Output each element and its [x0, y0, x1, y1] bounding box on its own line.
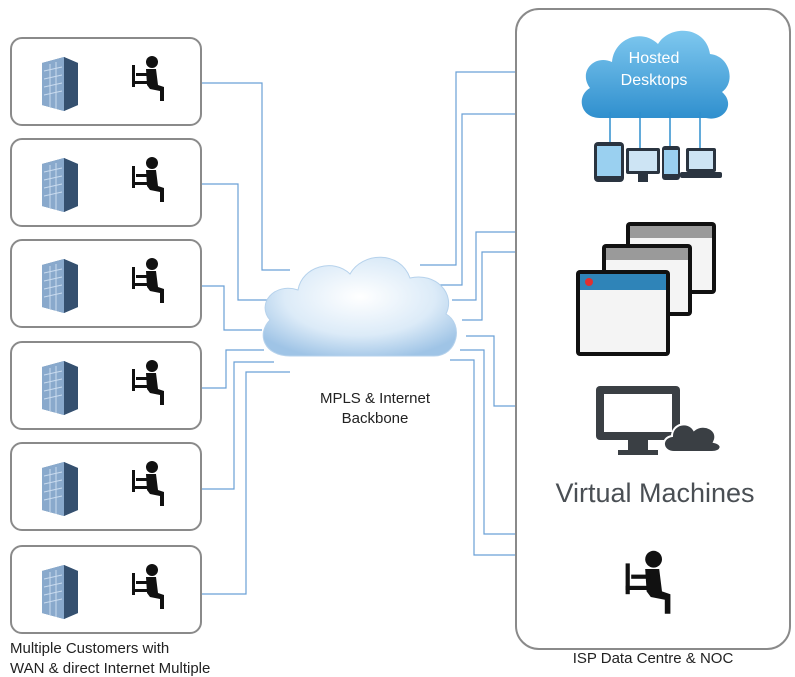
- person-at-desk-icon: [132, 56, 164, 101]
- link-dc-2: [440, 113, 515, 286]
- customer-box: [10, 442, 202, 531]
- link-dc-6: [460, 349, 515, 535]
- customer-box: [10, 341, 202, 430]
- office-building-icon: [42, 565, 78, 619]
- stacked-windows-icon: [576, 222, 716, 356]
- virtual-machines-label: Virtual Machines: [555, 478, 755, 508]
- noc-operator-icon: [625, 550, 671, 614]
- phone-icon: [662, 146, 680, 180]
- link-customer-3: [202, 285, 262, 331]
- office-building-icon: [42, 158, 78, 212]
- link-customer-4: [202, 349, 264, 389]
- person-at-desk-icon: [132, 564, 164, 609]
- link-customer-2: [202, 183, 270, 301]
- link-dc-4: [462, 251, 515, 321]
- office-building-icon: [42, 259, 78, 313]
- link-dc-1: [420, 71, 515, 266]
- virtual-machine-monitor-icon: [596, 386, 722, 455]
- data-centre-caption: ISP Data Centre & NOC: [572, 650, 734, 667]
- hosted-desktops-label-line2: Desktops: [620, 72, 688, 89]
- backbone-label-line1: MPLS & Internet: [319, 390, 431, 407]
- customers-caption-line1: Multiple Customers with: [10, 640, 170, 657]
- office-building-icon: [42, 57, 78, 111]
- person-at-desk-icon: [132, 258, 164, 303]
- link-customer-5: [202, 361, 274, 490]
- link-dc-5: [466, 335, 515, 407]
- backbone-label-line2: Backbone: [341, 410, 409, 427]
- hosted-desktops-cloud-icon: [581, 30, 730, 119]
- devices-group: [594, 112, 722, 182]
- laptop-icon: [680, 148, 722, 178]
- customer-box: [10, 545, 202, 634]
- office-building-icon: [42, 361, 78, 415]
- customer-box: [10, 138, 202, 227]
- desktop-monitor-icon: [626, 148, 660, 182]
- person-at-desk-icon: [132, 157, 164, 202]
- person-at-desk-icon: [132, 360, 164, 405]
- link-dc-3: [452, 231, 515, 301]
- customers-caption-line2: WAN & direct Internet Multiple: [10, 660, 211, 677]
- person-at-desk-icon: [132, 461, 164, 506]
- customer-box: [10, 37, 202, 126]
- backbone-cloud-icon: [262, 256, 457, 357]
- hosted-desktops-label-line1: Hosted: [628, 50, 680, 67]
- tablet-icon: [594, 142, 624, 182]
- customer-box: [10, 239, 202, 328]
- link-dc-7: [450, 359, 515, 556]
- link-customer-1: [202, 82, 290, 271]
- link-customer-6: [202, 371, 290, 595]
- office-building-icon: [42, 462, 78, 516]
